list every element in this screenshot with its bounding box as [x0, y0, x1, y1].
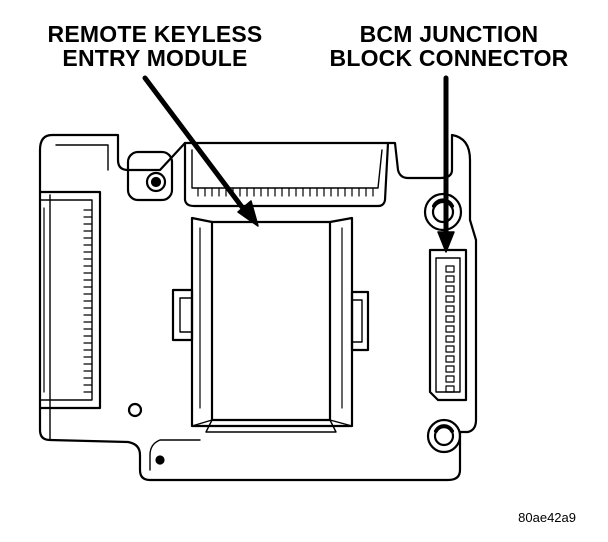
label-bcm-line1: BCM JUNCTION [359, 21, 539, 47]
bcm-connector-pin [445, 375, 455, 383]
arrowhead-rke [237, 200, 259, 227]
arrowhead-bcm [437, 231, 455, 253]
bcm-connector-pin [445, 265, 455, 273]
mounting-hole-top-left [126, 150, 174, 202]
mounting-hole-bottom-right [426, 418, 462, 454]
label-rke-line2: ENTRY MODULE [62, 45, 248, 71]
label-bcm-junction-block-connector: BCM JUNCTION BLOCK CONNECTOR [318, 22, 580, 70]
bcm-connector-pin [445, 365, 455, 373]
rke-clip-right [350, 290, 370, 352]
leader-arrow-rke [142, 75, 251, 218]
bcm-connector-pin [445, 285, 455, 293]
bcm-junction-block-connector [428, 248, 468, 402]
bcm-connector-pin [445, 345, 455, 353]
label-bcm-line2: BLOCK CONNECTOR [329, 45, 569, 71]
bcm-connector-pin [445, 315, 455, 323]
left-edge-connector [38, 190, 102, 410]
bcm-connector-pin [445, 295, 455, 303]
bcm-connector-pin [445, 305, 455, 313]
bcm-connector-pin [445, 325, 455, 333]
bcm-connector-pin [445, 355, 455, 363]
small-hole-lower [155, 455, 165, 465]
bracket-outline [38, 133, 478, 482]
top-connector [183, 141, 390, 208]
remote-keyless-entry-module [190, 216, 354, 433]
small-hole-left [127, 402, 143, 418]
bcm-connector-pin [445, 385, 455, 393]
figure-id: 80ae42a9 [518, 510, 576, 525]
bcm-connector-pin [445, 335, 455, 343]
bcm-connector-pin [445, 275, 455, 283]
label-rke-line1: REMOTE KEYLESS [47, 21, 263, 47]
rke-clip-left [171, 288, 194, 342]
label-remote-keyless-entry-module: REMOTE KEYLESS ENTRY MODULE [20, 22, 290, 70]
mounting-hole-top-right [423, 192, 463, 232]
